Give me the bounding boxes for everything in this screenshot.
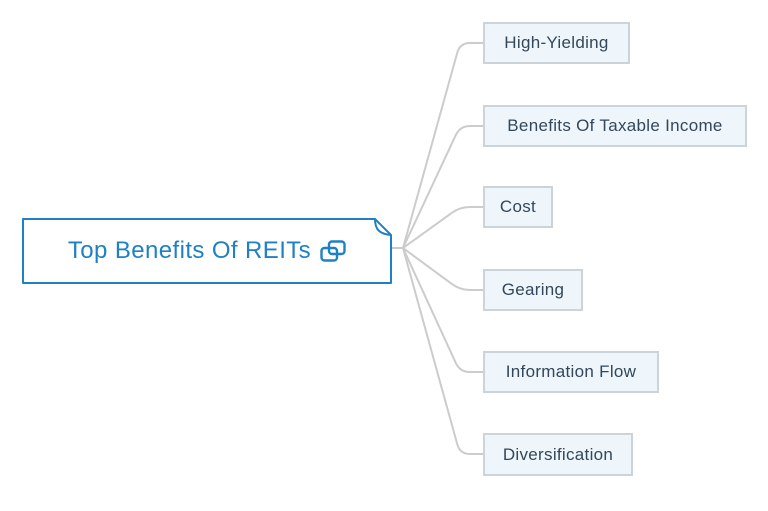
copy-icon[interactable] xyxy=(320,240,346,262)
connector-diversification xyxy=(392,247,487,455)
branch-label: Cost xyxy=(499,197,537,216)
branch-node-benefits-of-taxable-income[interactable]: Benefits Of Taxable Income xyxy=(483,105,749,149)
connector-benefits-of-taxable-income xyxy=(392,125,487,249)
connector-high-yielding xyxy=(392,42,487,249)
root-node-label: Top Benefits Of REITs xyxy=(67,237,312,264)
branch-label: High-Yielding xyxy=(504,33,609,52)
branch-node-cost[interactable]: Cost xyxy=(483,186,555,230)
branch-node-gearing[interactable]: Gearing xyxy=(483,269,585,313)
branch-label: Gearing xyxy=(501,280,565,299)
folded-corner xyxy=(374,218,392,236)
branch-label: Information Flow xyxy=(505,362,637,381)
branch-node-information-flow[interactable]: Information Flow xyxy=(483,351,661,395)
root-node-outline xyxy=(22,218,392,284)
connector-gearing xyxy=(392,247,487,291)
root-node-top-benefits-of-reits[interactable]: Top Benefits Of REITs xyxy=(22,218,392,284)
branch-label: Diversification xyxy=(502,444,614,464)
branch-node-diversification[interactable]: Diversification xyxy=(483,433,635,478)
connector-cost xyxy=(392,206,487,249)
branch-label: Benefits Of Taxable Income xyxy=(507,116,723,135)
branch-node-high-yielding[interactable]: High-Yielding xyxy=(483,22,632,66)
connector-information-flow xyxy=(392,247,487,373)
